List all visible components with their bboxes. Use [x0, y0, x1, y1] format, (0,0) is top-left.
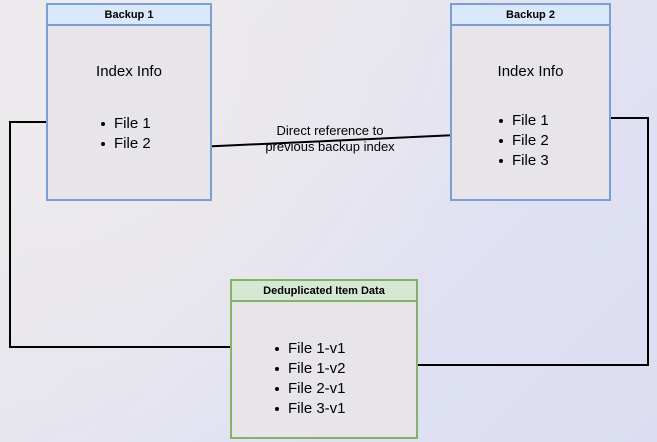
backup1-index-label: Index Info [96, 63, 162, 80]
list-item: File 1-v1 [274, 339, 346, 359]
list-item: File 2 [498, 131, 549, 151]
dedup-box: Deduplicated Item Data File 1-v1 File 1-… [230, 279, 418, 439]
backup2-box: Backup 2 Index Info File 1 File 2 File 3 [450, 3, 611, 201]
direct-reference-caption: Direct reference to previous backup inde… [265, 123, 395, 154]
list-item: File 3-v1 [274, 399, 346, 419]
backup1-box: Backup 1 Index Info File 1 File 2 [46, 3, 212, 201]
list-item: File 1-v2 [274, 359, 346, 379]
backup1-file-list: File 1 File 2 [100, 114, 151, 154]
dedup-title: Deduplicated Item Data [232, 281, 416, 302]
backup2-body: Index Info File 1 File 2 File 3 [452, 26, 609, 199]
backup2-index-label: Index Info [497, 63, 564, 80]
list-item: File 1 [100, 114, 151, 134]
dedup-file-list: File 1-v1 File 1-v2 File 2-v1 File 3-v1 [274, 339, 346, 419]
list-item: File 2-v1 [274, 379, 346, 399]
list-item: File 1 [498, 111, 549, 131]
backup1-title: Backup 1 [48, 5, 210, 26]
dedup-body: File 1-v1 File 1-v2 File 2-v1 File 3-v1 [232, 302, 416, 437]
list-item: File 2 [100, 134, 151, 154]
backup1-body: Index Info File 1 File 2 [48, 26, 210, 199]
backup2-file-list: File 1 File 2 File 3 [498, 111, 549, 171]
list-item: File 3 [498, 151, 549, 171]
backup2-title: Backup 2 [452, 5, 609, 26]
